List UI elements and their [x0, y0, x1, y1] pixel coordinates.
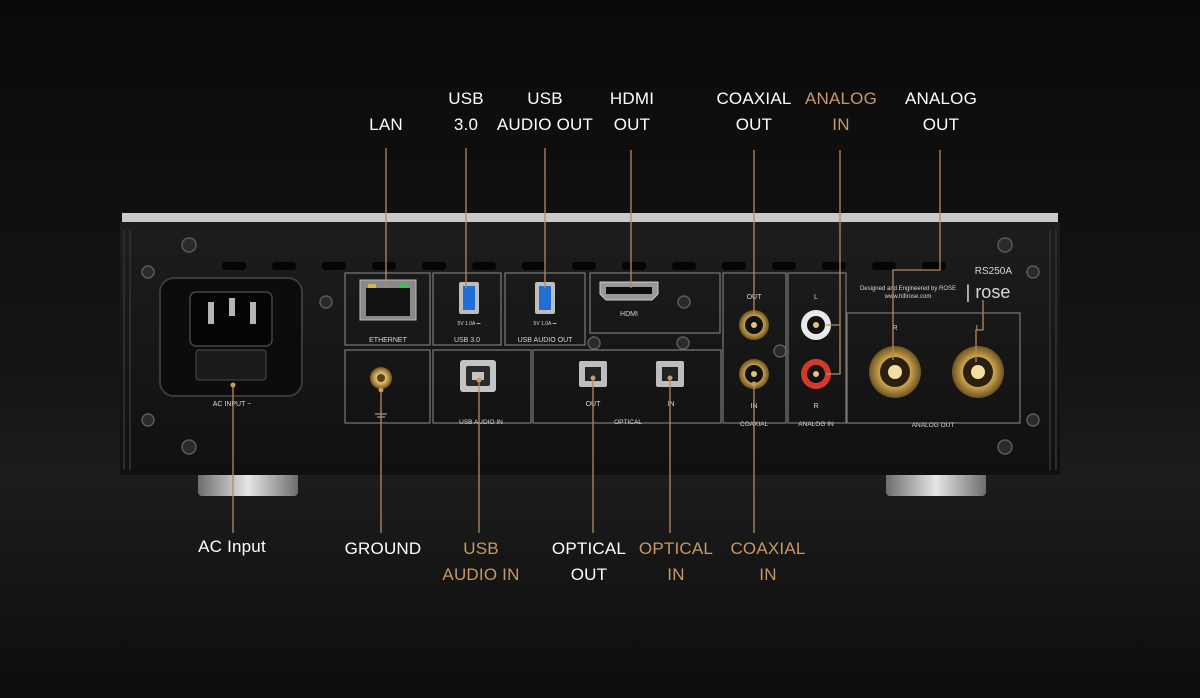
callout-ground: GROUND — [345, 536, 422, 562]
vent-slots — [222, 262, 946, 270]
callout-usb-audio-in: USB AUDIO IN — [442, 536, 519, 588]
usb-audio-in-port — [460, 360, 496, 392]
analog-in-r-label: R — [813, 403, 818, 410]
usb-audio-out-port — [535, 282, 555, 314]
callout-usb-audio-out-line2: AUDIO OUT — [496, 115, 594, 134]
analog-in-l-jack — [801, 310, 831, 340]
callout-optical-out-line2: OUT — [570, 565, 608, 584]
ac-inlet — [159, 277, 303, 397]
callout-optical-in: OPTICAL IN — [639, 536, 713, 588]
optical-out-port — [579, 361, 607, 387]
callout-coaxial-out-line1: COAXIAL — [716, 89, 792, 108]
callout-analog-out-line2: OUT — [922, 115, 960, 134]
callout-usb-audio-in-line1: USB — [463, 539, 499, 558]
callout-coaxial-in-line2: IN — [759, 565, 777, 584]
analog-out-l-label: L — [976, 325, 980, 332]
leader-dots — [230, 375, 757, 393]
callout-lan: LAN — [369, 112, 403, 138]
callout-usb-audio-in-line2: AUDIO IN — [442, 565, 520, 584]
usb30-spec-label: 5V 1.0A ⎓ — [458, 321, 481, 327]
analog-in-l-label: L — [814, 294, 818, 301]
callout-hdmi-out: HDMI OUT — [610, 86, 654, 138]
coax-in-jack — [739, 359, 769, 389]
usb30-panel-label: USB 3.0 — [454, 337, 480, 344]
callout-coaxial-out-line2: OUT — [735, 115, 773, 134]
leader-lines — [232, 148, 984, 533]
model-number: RS250A — [975, 266, 1013, 277]
callout-usb-audio-out-line1: USB — [527, 89, 563, 108]
callout-analog-in: ANALOG IN — [805, 86, 877, 138]
callout-optical-in-line1: OPTICAL — [638, 539, 714, 558]
usb-audio-out-spec-label: 5V 1.0A ⎓ — [534, 321, 557, 327]
optical-in-port — [656, 361, 684, 387]
hdmi-port — [599, 281, 659, 301]
callout-analog-out-line1: ANALOG — [904, 89, 978, 108]
usb-audio-in-panel-label: USB AUDIO IN — [459, 419, 503, 426]
callout-optical-in-line2: IN — [667, 565, 685, 584]
callout-usb30-line1: USB — [448, 89, 484, 108]
chassis-top-edge — [122, 213, 1058, 223]
callout-coaxial-in-line1: COAXIAL — [730, 539, 806, 558]
callout-optical-out: OPTICAL OUT — [552, 536, 626, 588]
analog-out-r-label: R — [892, 325, 897, 332]
ethernet-port — [359, 279, 417, 321]
analog-in-panel-label: ANALOG IN — [798, 421, 834, 428]
brand-logo: | rose — [966, 282, 1011, 302]
panel-outlines — [344, 272, 1021, 424]
side-ribs — [123, 230, 1057, 470]
usb30-port — [459, 282, 479, 314]
callout-coaxial-out: COAXIAL OUT — [716, 86, 791, 138]
callout-ac-input: AC Input — [198, 534, 266, 560]
callout-ground-line1: GROUND — [344, 539, 422, 558]
analog-out-panel-label: ANALOG OUT — [912, 422, 955, 429]
screws — [141, 237, 1040, 455]
coax-out-jack — [739, 310, 769, 340]
engraving-line-1: Designed and Engineered by ROSE — [860, 286, 956, 292]
optical-panel-label: OPTICAL — [614, 419, 642, 426]
ac-input-panel-label: AC INPUT ~ — [213, 401, 252, 408]
hdmi-panel-label: HDMI — [620, 311, 638, 318]
callout-analog-in-line1: ANALOG — [804, 89, 878, 108]
callout-hdmi-out-line2: OUT — [613, 115, 651, 134]
ethernet-panel-label: ETHERNET — [369, 337, 407, 344]
engraving-line-2: www.hifirose.com — [884, 294, 932, 300]
callout-analog-in-line2: IN — [832, 115, 850, 134]
callout-hdmi-out-line1: HDMI — [609, 89, 655, 108]
callout-optical-out-line1: OPTICAL — [551, 539, 627, 558]
analog-out-r-jack — [869, 346, 921, 398]
callout-usb30-line2: 3.0 — [453, 115, 479, 134]
callout-lan-line1: LAN — [369, 115, 403, 134]
callout-coaxial-in: COAXIAL IN — [730, 536, 805, 588]
callout-usb-audio-out: USB AUDIO OUT — [497, 86, 593, 138]
callout-analog-out: ANALOG OUT — [905, 86, 977, 138]
callout-usb30: USB 3.0 — [448, 86, 484, 138]
ground-terminal — [370, 367, 392, 418]
analog-out-l-jack — [952, 346, 1004, 398]
optical-in-panel-label: IN — [668, 401, 675, 408]
analog-in-r-jack — [801, 359, 831, 389]
usb-audio-out-panel-label: USB AUDIO OUT — [518, 337, 574, 344]
callout-ac-input-line1: AC Input — [198, 537, 266, 556]
